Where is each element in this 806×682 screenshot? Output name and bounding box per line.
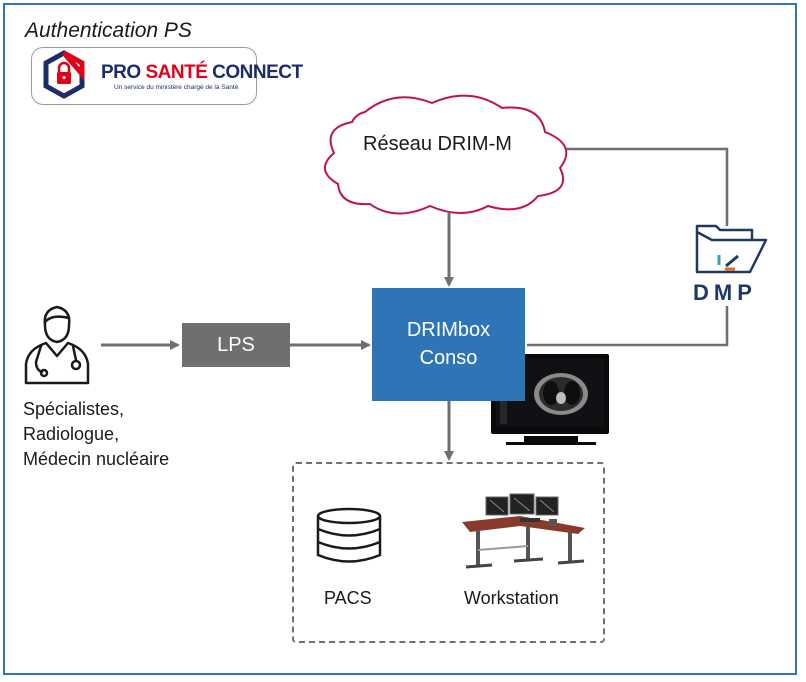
dmp-to-drimbox-line xyxy=(527,306,729,347)
dmp-folder-icon xyxy=(695,224,768,274)
pacs-label: PACS xyxy=(324,588,372,608)
database-icon xyxy=(316,507,382,563)
logo-wordmark: PRO SANTÉ CONNECT xyxy=(101,62,303,84)
doctor-icon xyxy=(24,305,90,385)
drimbox-label-line2: Conso xyxy=(419,347,478,369)
network-cloud-label: Réseau DRIM-M xyxy=(363,133,512,155)
authentication-title: Authentication PS xyxy=(25,19,192,42)
logo-subtitle: Un service du ministère chargé de la San… xyxy=(114,84,239,91)
pro-sante-connect-logo: PRO SANTÉ CONNECT Un service du ministèr… xyxy=(31,47,303,105)
logo-sante: SANTÉ xyxy=(145,62,208,83)
diagram-frame xyxy=(3,3,797,675)
lps-box: LPS xyxy=(182,323,290,367)
dmp-label: DMP xyxy=(693,280,757,305)
role-line-1: Spécialistes, xyxy=(23,399,125,419)
workstation-label: Workstation xyxy=(464,588,559,608)
cloud-to-dmp-line xyxy=(566,147,729,226)
logo-pro: PRO xyxy=(101,62,141,83)
hexagon-lock-icon xyxy=(43,50,85,99)
role-line-2: Radiologue, xyxy=(23,424,120,444)
workstation-desk-icon xyxy=(462,493,585,569)
storage-group-box xyxy=(292,462,605,643)
role-line-3: Médecin nucléaire xyxy=(23,449,170,469)
logo-connect: CONNECT xyxy=(212,62,303,83)
network-cloud xyxy=(324,94,568,215)
lps-label: LPS xyxy=(217,333,255,356)
drimbox-label-line1: DRIMbox xyxy=(406,319,491,341)
drimbox-conso-box: DRIMbox Conso xyxy=(372,288,525,401)
